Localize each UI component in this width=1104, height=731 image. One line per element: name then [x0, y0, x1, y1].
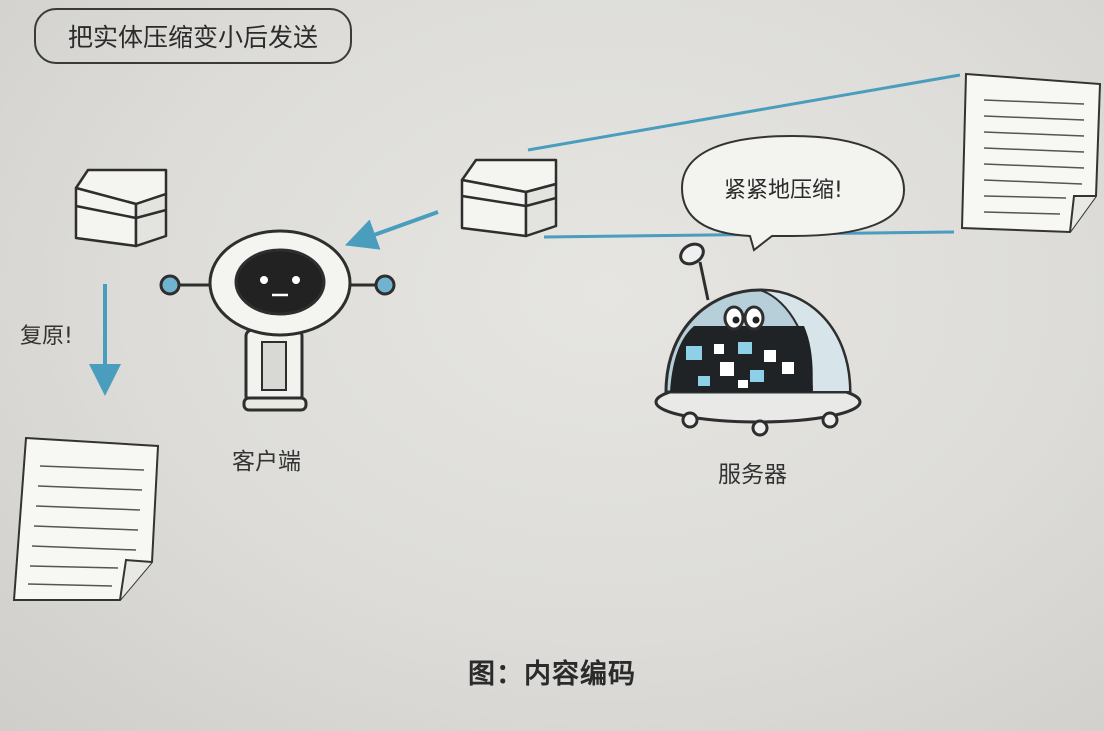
- client-label: 客户端: [232, 449, 301, 475]
- received-box-icon: [74, 168, 168, 248]
- compressed-box-icon: [460, 158, 558, 238]
- speech-bubble-text: 紧紧地压缩!: [724, 178, 843, 203]
- transfer-arrow: [344, 210, 439, 250]
- restore-label: 复原!: [20, 324, 73, 349]
- server-robot-icon: [654, 242, 862, 437]
- original-document-icon: [960, 72, 1102, 234]
- restored-document-icon: [12, 436, 160, 601]
- speech-bubble: [680, 134, 906, 252]
- client-robot-icon: [159, 229, 396, 412]
- figure-caption: 图：内容编码: [468, 659, 636, 690]
- banner-title: 把实体压缩变小后发送: [34, 8, 352, 64]
- banner-text: 把实体压缩变小后发送: [67, 23, 318, 52]
- server-label: 服务器: [718, 462, 787, 488]
